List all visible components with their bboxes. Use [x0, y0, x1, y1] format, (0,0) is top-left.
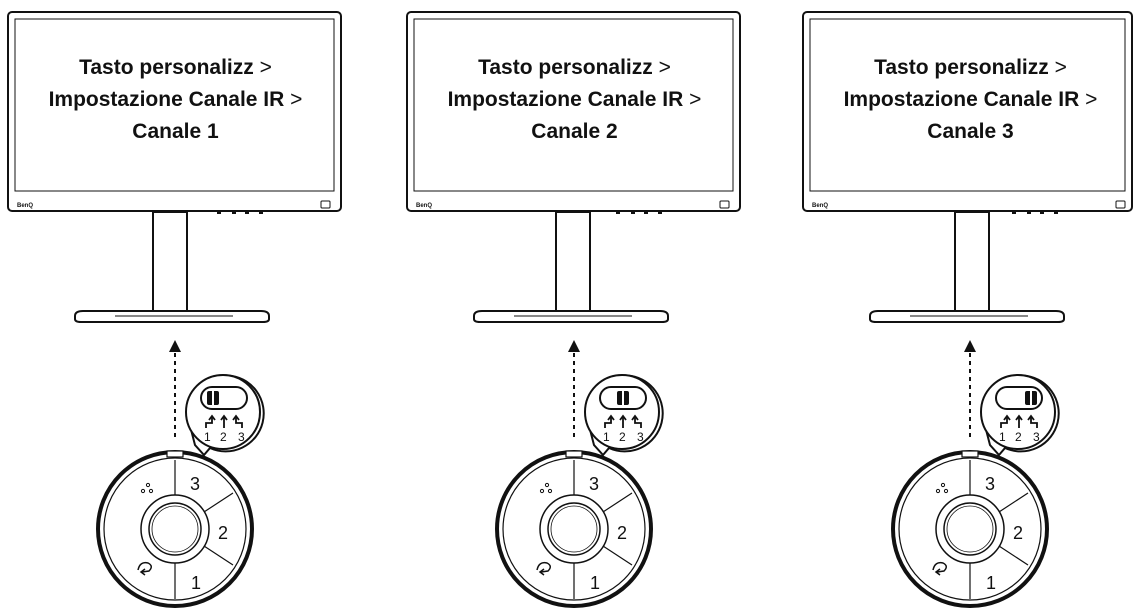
menu-item-ir-channel: Impostazione Canale IR [447, 88, 684, 111]
puck-button-2: 2 [617, 523, 627, 543]
switch-label-1: 1 [204, 430, 211, 444]
switch-label-2: 2 [220, 430, 227, 444]
switch-label-3: 3 [238, 430, 245, 444]
puck-button-3: 3 [190, 474, 200, 494]
monitor: BenQ [7, 11, 342, 323]
puck-button-2: 2 [1013, 523, 1023, 543]
menu-item-channel: Canale 2 [531, 120, 618, 143]
power-button [1115, 200, 1126, 209]
switch-label-3: 3 [1033, 430, 1040, 444]
brand-logo: BenQ [812, 203, 828, 209]
puck-button-3: 3 [985, 474, 995, 494]
separator: > [1054, 56, 1067, 79]
switch-label-2: 2 [619, 430, 626, 444]
puck-button-2: 2 [218, 523, 228, 543]
ir-signal-arrow [169, 340, 181, 437]
separator: > [1085, 88, 1098, 111]
panel-channel-2: BenQ 1 2 3 [404, 0, 744, 610]
menu-item-channel: Canale 1 [132, 120, 219, 143]
switch-position-arrows [604, 414, 642, 428]
monitor-screen [14, 18, 335, 192]
switch-callout: 1 2 3 [185, 374, 265, 457]
screen-menu-path: Tasto personalizz > Impostazione Canale … [13, 52, 338, 148]
puck-button-1: 1 [590, 573, 600, 593]
monitor-screen [413, 18, 734, 192]
screen-menu-path: Tasto personalizz > Impostazione Canale … [808, 52, 1133, 148]
monitor-buttons [217, 210, 263, 214]
power-button [719, 200, 730, 209]
monitor: BenQ [406, 11, 741, 323]
brand-logo: BenQ [416, 203, 432, 209]
puck-dots-icon [935, 482, 949, 494]
separator: > [689, 88, 702, 111]
switch-label-2: 2 [1015, 430, 1022, 444]
switch-position-arrows [205, 414, 243, 428]
puck-dots-icon [539, 482, 553, 494]
switch-label-3: 3 [637, 430, 644, 444]
monitor-diagram: BenQ 1 2 3 [802, 11, 1133, 608]
ir-signal-arrow [568, 340, 580, 437]
monitor-diagram: BenQ 1 2 3 [406, 11, 741, 608]
screen-menu-path: Tasto personalizz > Impostazione Canale … [412, 52, 737, 148]
menu-item-ir-channel: Impostazione Canale IR [843, 88, 1080, 111]
switch-callout: 1 2 3 [584, 374, 664, 457]
brand-logo: BenQ [17, 203, 33, 209]
menu-item-custom-key: Tasto personalizz [874, 56, 1049, 79]
monitor: BenQ [802, 11, 1133, 323]
remote-puck: 3 2 1 [891, 450, 1049, 608]
separator: > [658, 56, 671, 79]
separator: > [259, 56, 272, 79]
back-icon [137, 561, 152, 573]
menu-item-custom-key: Tasto personalizz [79, 56, 254, 79]
switch-callout: 1 2 3 [980, 374, 1060, 457]
back-icon [932, 561, 947, 573]
power-button [320, 200, 331, 209]
monitor-stand [555, 211, 591, 313]
puck-button-3: 3 [589, 474, 599, 494]
switch-position-arrows [1000, 414, 1038, 428]
puck-button-1: 1 [986, 573, 996, 593]
menu-item-ir-channel: Impostazione Canale IR [48, 88, 285, 111]
monitor-buttons [616, 210, 662, 214]
switch-label-1: 1 [603, 430, 610, 444]
back-icon [536, 561, 551, 573]
switch-label-1: 1 [999, 430, 1006, 444]
panel-channel-3: BenQ 1 2 3 [800, 0, 1135, 610]
panel-channel-1: BenQ 1 2 3 [5, 0, 345, 610]
monitor-stand [152, 211, 188, 313]
remote-puck: 3 2 1 [96, 450, 254, 608]
separator: > [290, 88, 303, 111]
monitor-buttons [1012, 210, 1058, 214]
monitor-diagram: BenQ 1 2 3 [7, 11, 342, 608]
puck-dots-icon [140, 482, 154, 494]
puck-button-1: 1 [191, 573, 201, 593]
menu-item-custom-key: Tasto personalizz [478, 56, 653, 79]
ir-signal-arrow [964, 340, 976, 437]
monitor-screen [809, 18, 1126, 192]
menu-item-channel: Canale 3 [927, 120, 1014, 143]
monitor-stand [954, 211, 990, 313]
remote-puck: 3 2 1 [495, 450, 653, 608]
